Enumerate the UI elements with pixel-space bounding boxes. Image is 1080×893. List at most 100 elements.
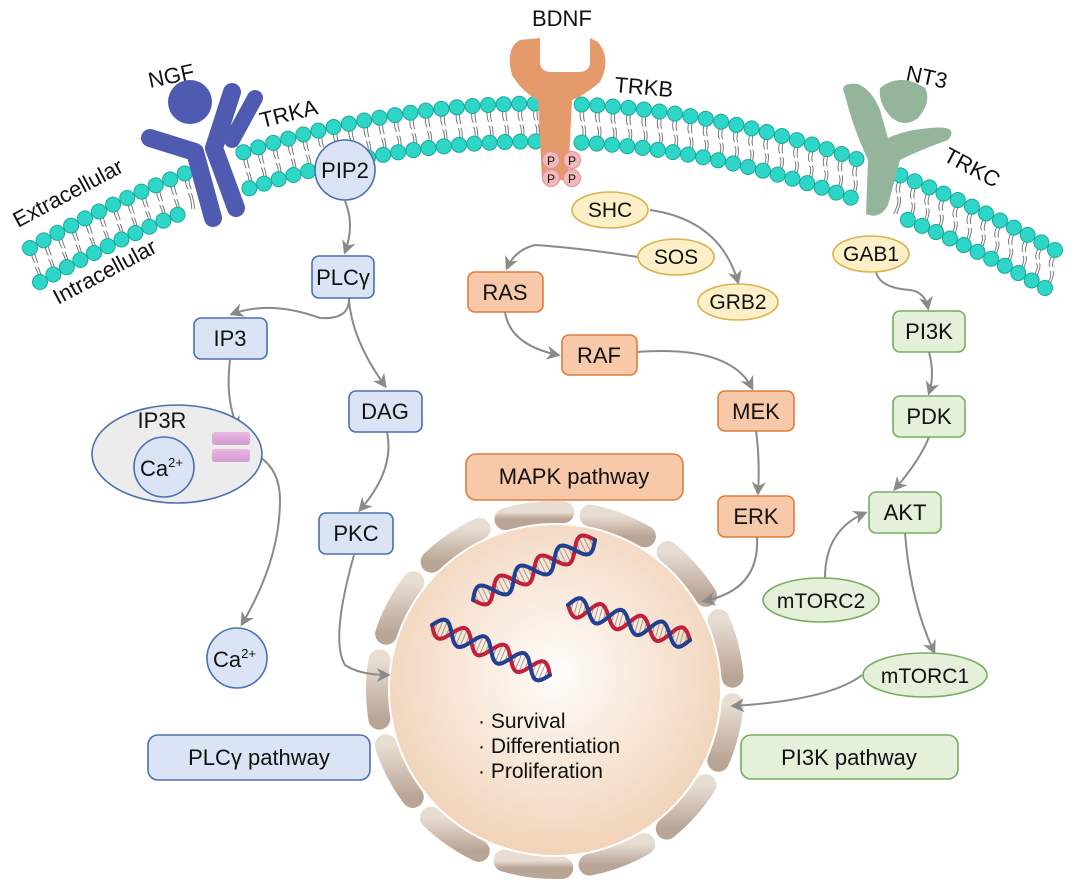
nuclear-pore-segment (366, 649, 391, 730)
nuclear-pore-segment (494, 501, 575, 531)
lipid-head (481, 134, 498, 151)
pi3k-pathway-label: PI3K pathway (781, 745, 917, 770)
base-pair (593, 603, 600, 623)
base-pair (534, 661, 543, 679)
lipid-head (725, 155, 742, 172)
nuclear-pore-segment (375, 571, 425, 645)
lipid-head (371, 109, 388, 126)
lipid-head (250, 139, 267, 156)
mek-node: MEK (717, 390, 795, 432)
phospho-label: P (547, 172, 555, 186)
lipid-head (235, 144, 252, 161)
base-pair (459, 629, 468, 648)
lipid-head (466, 135, 483, 152)
dna-strand (471, 538, 597, 602)
raf-node: RAF (561, 334, 638, 376)
base-pair (654, 621, 661, 640)
pi3k-pathway-label-box: PI3K pathway (740, 734, 959, 780)
arrow-pkc-nucleus (338, 554, 391, 682)
nuclear-pore-segment (707, 609, 744, 688)
pi3k-node: PI3K (892, 310, 966, 353)
nuclear-pore-segment (707, 693, 744, 772)
lipid-head (635, 101, 652, 118)
shc-label: SHC (588, 199, 632, 222)
lipid-head (1023, 272, 1040, 289)
lipid-head (588, 135, 605, 152)
lipid-head (141, 218, 158, 235)
lipid-head (390, 144, 407, 161)
lipid-head (127, 225, 144, 242)
lipid-head (573, 96, 590, 113)
dag-node: DAG (348, 390, 423, 433)
lipid-head (511, 95, 528, 112)
lipid-head (977, 205, 994, 222)
lipid-head (589, 97, 606, 114)
lipid-head (710, 152, 727, 169)
lipid-head (1010, 265, 1027, 282)
lipid-head (72, 252, 89, 269)
plcg-pathway-label-box: PLCγ pathway (147, 734, 371, 781)
gab1-node: GAB1 (832, 235, 910, 273)
calcium-label: Ca2+ (213, 646, 256, 672)
lipid-head (649, 141, 666, 158)
lipid-head (1005, 219, 1022, 236)
ip3-node: IP3 (193, 317, 268, 360)
lipid-head (356, 112, 373, 129)
lipid-head (941, 230, 958, 247)
arrow-gab1-pi3k (875, 271, 933, 311)
lipid-head (813, 179, 830, 196)
lipid-head (935, 185, 952, 202)
phospho-label: P (568, 172, 576, 186)
lipid-head (448, 99, 465, 116)
arrow-shc-grb2 (649, 209, 742, 285)
lipid-head (1047, 242, 1063, 258)
base-pair (537, 557, 547, 575)
arrow-plcg-ip3 (229, 297, 351, 320)
lipid-head (241, 180, 258, 197)
arrow-akt-mtorc1 (904, 532, 936, 655)
trka-receptor (141, 83, 263, 227)
lipid-head (842, 189, 859, 206)
erk-node: ERK (717, 495, 795, 538)
lipid-head (754, 162, 771, 179)
lipid-head (680, 146, 697, 163)
lipid-head (386, 107, 403, 124)
base-pair (638, 616, 645, 636)
mtorc2-node: mTORC2 (762, 577, 880, 623)
lipid-head (949, 192, 966, 209)
base-pair (517, 567, 527, 585)
lipid-head (310, 122, 327, 139)
lipid-head (433, 100, 450, 117)
ip3r-er-store: IP3R Ca2+ (91, 404, 263, 504)
base-pair (582, 535, 592, 553)
arrow-ras-raf (504, 311, 561, 360)
plcg-node: PLCγ (311, 255, 375, 299)
lipid-head (285, 167, 302, 184)
lipid-head (435, 138, 452, 155)
trkb-label: TRKB (614, 72, 675, 102)
lipid-head (955, 237, 972, 254)
base-pair (537, 662, 547, 681)
lipid-head (788, 132, 805, 149)
cytosolic-calcium: Ca2+ (206, 627, 268, 689)
erk-label: ERK (733, 504, 779, 529)
ras-node: RAS (467, 271, 544, 313)
phospho-label: P (568, 154, 576, 168)
lipid-head (969, 243, 986, 260)
lipid-head (169, 206, 186, 223)
base-pair (500, 575, 511, 593)
base-pair (541, 555, 551, 573)
dna-strand (566, 596, 692, 649)
akt-node: AKT (868, 491, 942, 534)
pdk-node: PDK (892, 395, 966, 438)
lipid-head (32, 274, 48, 290)
lipid-head (620, 99, 637, 116)
lipid-head (619, 138, 636, 155)
lipid-head (848, 151, 865, 168)
dna-strand (430, 617, 552, 683)
raf-label: RAF (577, 343, 621, 368)
base-pair (494, 644, 504, 663)
lipid-head (63, 217, 80, 234)
